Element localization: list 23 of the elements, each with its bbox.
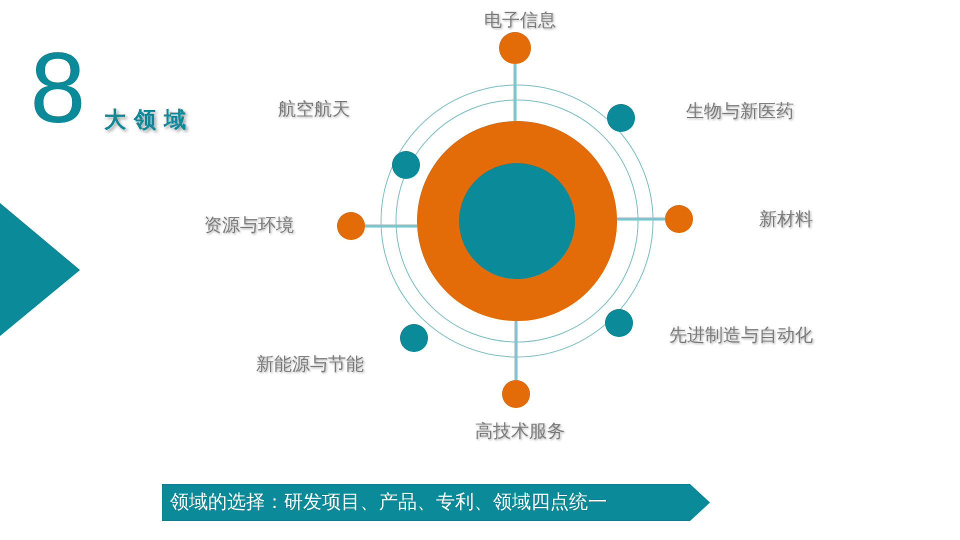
dot-marker (502, 380, 530, 408)
domain-label: 电子信息 (484, 10, 556, 32)
dot-marker (605, 309, 633, 337)
domain-label: 高技术服务 (475, 421, 565, 443)
dot-marker (665, 205, 693, 233)
connector-line (617, 218, 665, 220)
domain-label: 航空航天 (278, 99, 350, 121)
domain-label: 生物与新医药 (686, 101, 794, 123)
domain-label: 资源与环境 (204, 215, 294, 237)
domain-label: 先进制造与自动化 (669, 325, 813, 347)
arrow-banner: 领域的选择：研发项目、产品、专利、领域四点统一 (162, 484, 710, 521)
connector-line (514, 64, 516, 121)
connector-line (514, 321, 518, 380)
domain-label: 新材料 (759, 209, 813, 231)
domain-label: 新能源与节能 (256, 354, 364, 376)
dot-marker (400, 324, 428, 352)
dot-marker (337, 212, 365, 240)
dot-marker (499, 32, 531, 64)
triangle-shape (0, 203, 80, 336)
dot-marker (607, 104, 635, 132)
dot-marker (392, 151, 420, 179)
big-number: 8 (30, 38, 86, 138)
heading-text: 大领域 (104, 110, 194, 132)
